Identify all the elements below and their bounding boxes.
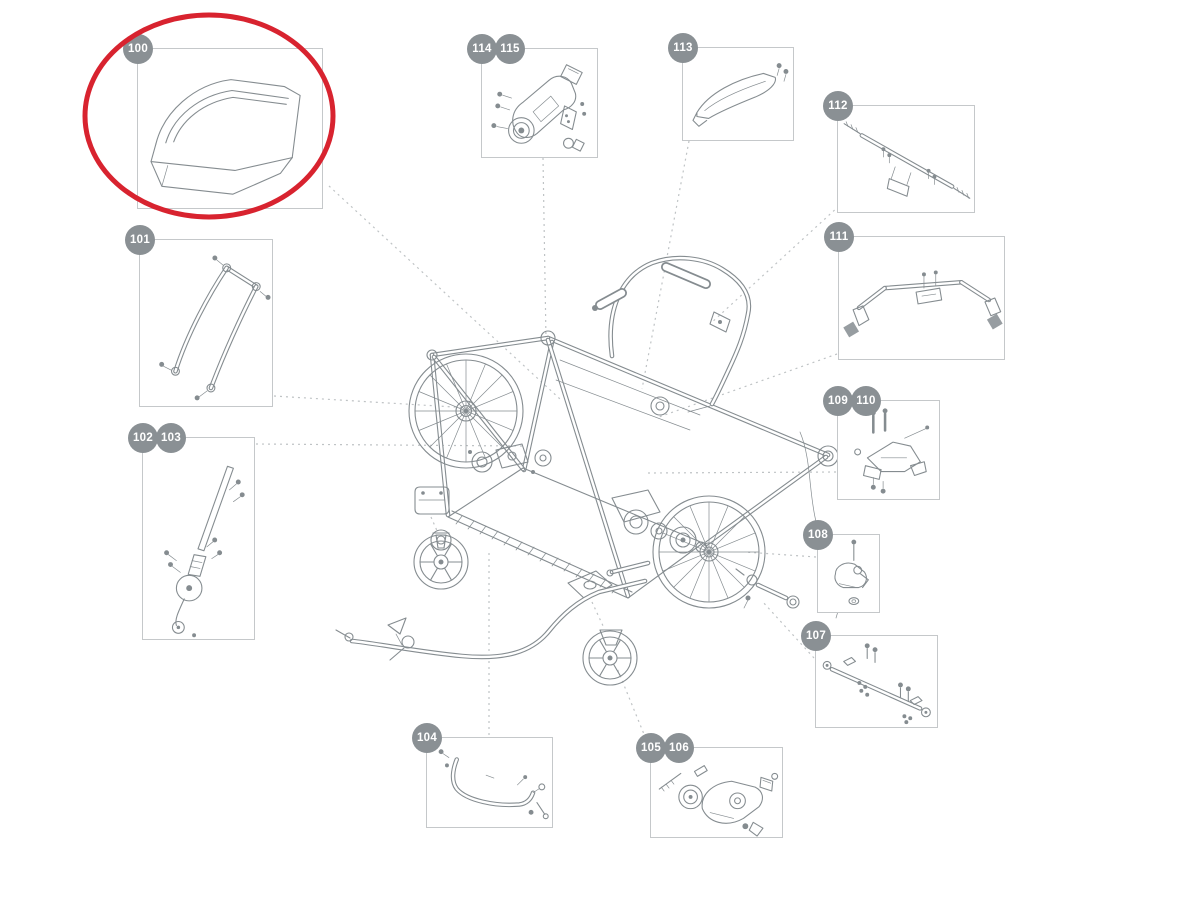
part-box-108[interactable]: 108 bbox=[803, 520, 880, 613]
part-badges: 108 bbox=[803, 520, 833, 550]
part-badges: 101 bbox=[125, 225, 155, 255]
part-number-badge: 101 bbox=[125, 225, 155, 255]
part-drawing-axle-rod bbox=[822, 643, 931, 725]
part-box-109-110[interactable]: 109 110 bbox=[823, 386, 940, 500]
part-drawing-axle-housing bbox=[658, 765, 779, 837]
handlebar bbox=[592, 255, 752, 413]
part-badges: 112 bbox=[823, 91, 853, 121]
part-badges: 102 103 bbox=[128, 423, 186, 453]
part-badges: 107 bbox=[801, 621, 831, 651]
part-drawing-guard bbox=[692, 63, 789, 127]
tow-bar bbox=[335, 560, 651, 661]
part-number-badge: 102 bbox=[128, 423, 158, 453]
part-box-101[interactable]: 101 bbox=[125, 225, 273, 407]
part-badges: 114 115 bbox=[467, 34, 525, 64]
part-drawing-cross-bar bbox=[843, 121, 971, 199]
leader-line-102-103 bbox=[255, 443, 523, 447]
part-number-badge: 109 bbox=[823, 386, 853, 416]
chassis-frame bbox=[426, 330, 842, 619]
leader-line-107 bbox=[761, 600, 815, 659]
part-drawing-frame-bars bbox=[159, 255, 271, 401]
part-box-102-103[interactable]: 102 103 bbox=[128, 423, 255, 640]
left-caster-wheel bbox=[413, 486, 469, 590]
leader-line-108 bbox=[744, 551, 817, 558]
part-number-badge: 108 bbox=[803, 520, 833, 550]
part-number-badge: 105 bbox=[636, 733, 666, 763]
part-number-badge: 107 bbox=[801, 621, 831, 651]
part-badges: 113 bbox=[668, 33, 698, 63]
part-number-badge: 104 bbox=[412, 723, 442, 753]
leader-lines bbox=[255, 140, 840, 745]
leader-line-112 bbox=[709, 205, 840, 325]
part-drawing-body-shell bbox=[150, 79, 301, 195]
part-drawing-bent-tube bbox=[438, 749, 549, 820]
part-box-100[interactable]: 100 bbox=[123, 34, 323, 209]
part-box-104[interactable]: 104 bbox=[412, 723, 553, 828]
leader-line-100 bbox=[328, 185, 561, 400]
leader-line-114-115 bbox=[542, 157, 547, 341]
part-number-badge: 112 bbox=[823, 91, 853, 121]
right-caster-wheel bbox=[567, 570, 638, 686]
part-badges: 100 bbox=[123, 34, 153, 64]
right-wheel bbox=[652, 495, 800, 609]
floor-strap-hatching bbox=[455, 515, 619, 594]
part-number-badge: 106 bbox=[664, 733, 694, 763]
part-box-111[interactable]: 111 bbox=[824, 222, 1005, 360]
part-drawing-brake-lever bbox=[164, 465, 245, 638]
leader-line-105-106 bbox=[616, 667, 649, 745]
part-box-107[interactable]: 107 bbox=[801, 621, 938, 728]
part-number-badge: 103 bbox=[156, 423, 186, 453]
part-box-114-115[interactable]: 114 115 bbox=[467, 34, 598, 158]
part-box-113[interactable]: 113 bbox=[668, 33, 794, 141]
part-number-badge: 115 bbox=[495, 34, 525, 64]
part-number-badge: 111 bbox=[824, 222, 854, 252]
part-badges: 111 bbox=[824, 222, 854, 252]
part-badges: 105 106 bbox=[636, 733, 694, 763]
part-drawing-latch bbox=[834, 539, 869, 606]
part-badges: 104 bbox=[412, 723, 442, 753]
part-drawing-support-frame bbox=[843, 270, 1003, 338]
left-wheel bbox=[408, 353, 524, 469]
part-number-badge: 100 bbox=[123, 34, 153, 64]
part-number-badge: 114 bbox=[467, 34, 497, 64]
part-badges: 109 110 bbox=[823, 386, 881, 416]
part-box-105-106[interactable]: 105 106 bbox=[636, 733, 783, 838]
part-drawing-wheel-mount-arm bbox=[491, 64, 587, 152]
part-number-badge: 113 bbox=[668, 33, 698, 63]
part-box-112[interactable]: 112 bbox=[823, 91, 975, 213]
leader-line-111 bbox=[658, 353, 838, 418]
leader-line-101 bbox=[273, 395, 471, 409]
part-number-badge: 110 bbox=[851, 386, 881, 416]
